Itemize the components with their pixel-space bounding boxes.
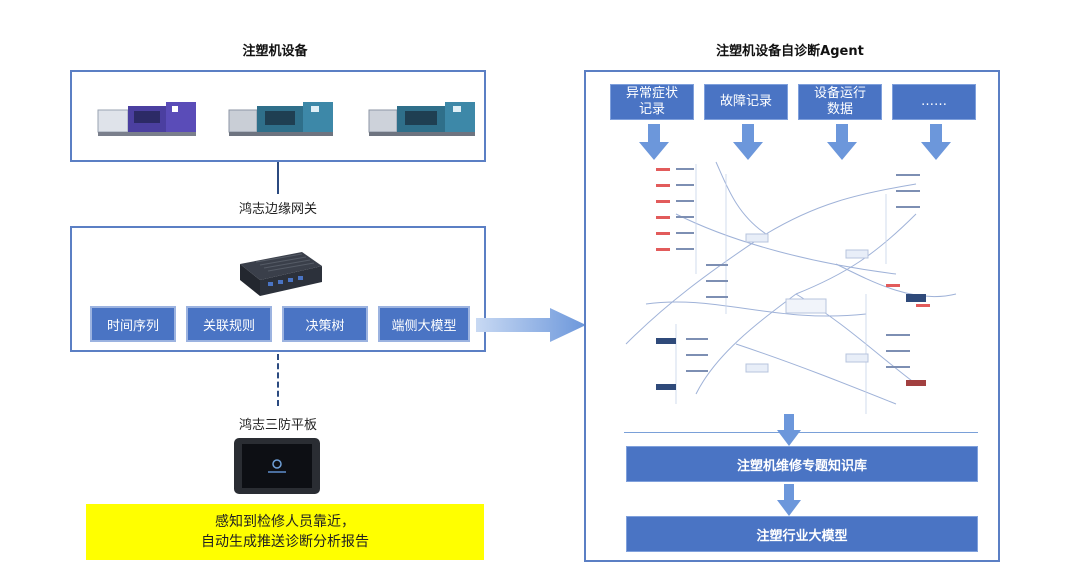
dashed-connector [277,354,279,406]
down-arrow-icon [777,414,801,446]
tablet-label: 鸿志三防平板 [238,418,317,433]
injection-machine-2 [228,102,333,136]
rugged-tablet-icon [234,438,320,494]
down-arrow-icon [827,124,857,160]
down-arrow-icon [639,124,669,160]
auto-report-notice: 感知到检修人员靠近， 自动生成推送诊断分析报告 [86,504,484,560]
notice-line-2: 自动生成推送诊断分析报告 [201,534,369,550]
source-more: …… [892,84,976,120]
knowledge-graph-mindmap [625,161,957,414]
connector-line [277,162,279,194]
injection-machine-3 [368,102,475,136]
gateway-label: 鸿志边缘网关 [238,202,317,217]
agent-title: 注塑机设备自诊断Agent [716,44,864,59]
source-operation-data: 设备运行 数据 [798,84,882,120]
source-fault-records: 故障记录 [704,84,788,120]
algo-edge-llm: 端侧大模型 [378,306,470,342]
gateway-frame: 时间序列 关联规则 决策树 端侧大模型 [70,226,486,352]
down-arrow-icon [921,124,951,160]
source-symptom-records: 异常症状 记录 [610,84,694,120]
maintenance-knowledge-base: 注塑机维修专题知识库 [626,446,978,482]
down-arrow-icon [777,484,801,516]
industry-large-model: 注塑行业大模型 [626,516,978,552]
right-arrow-icon [476,308,586,342]
edge-gateway-device-icon [240,252,322,296]
algo-time-series: 时间序列 [90,306,176,342]
injection-machine-1 [97,102,196,136]
machines-title: 注塑机设备 [242,44,308,59]
algo-decision-tree: 决策树 [282,306,368,342]
section-divider [624,432,978,433]
algo-association-rules: 关联规则 [186,306,272,342]
machines-frame [70,70,486,162]
notice-line-1: 感知到检修人员靠近， [215,514,355,530]
agent-frame: 异常症状 记录 故障记录 设备运行 数据 …… [584,70,1000,562]
down-arrow-icon [733,124,763,160]
